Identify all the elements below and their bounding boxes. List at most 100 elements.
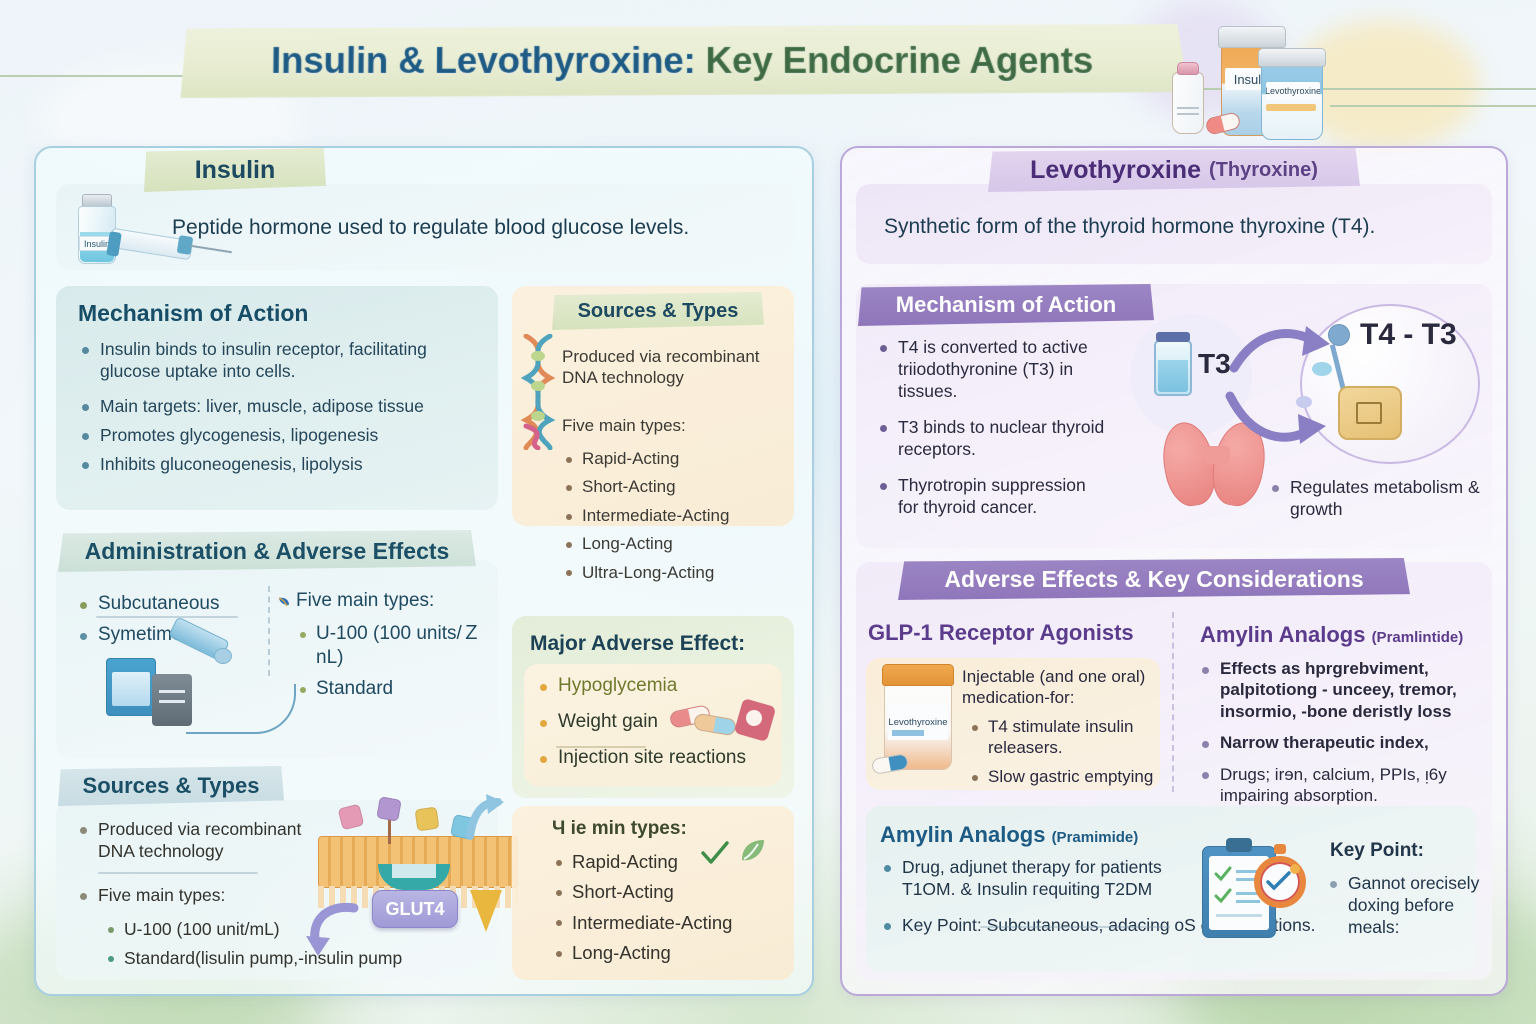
levothyroxine-section-header-sublabel: (Thyroxine) (1208, 158, 1318, 181)
list-item: Insulin binds to insulin receptor, facil… (78, 338, 478, 382)
hero-medication-bottles-illustration: Insulin Levothyroxine (1168, 12, 1398, 142)
leaf-icon (278, 594, 290, 607)
sources-bottom-underline (98, 872, 258, 874)
glp1-header: GLP-1 Receptor Agonists (868, 620, 1134, 645)
insulin-sources-bottom-header-label: Sources & Types (82, 773, 260, 798)
insulin-administration-left-bullets: Subcutaneous Symetimes (76, 592, 266, 654)
insulin-sources-bottom-bullets: Produced via recombinant DNA technology … (76, 818, 336, 913)
list-item: Short-Acting (552, 880, 792, 903)
insulin-sources-bottom-subitems: U-100 (100 unit/mL) Standard(lisulin pum… (104, 918, 444, 976)
list-item: Rapid-Acting (552, 850, 792, 873)
hero-capsule-pill (1204, 111, 1242, 136)
list-item: Rapid-Acting (562, 448, 792, 469)
insulin-section-header-label: Insulin (194, 155, 276, 184)
amylin-bottom-card (866, 806, 1476, 972)
insulin-sources-top-header: Sources & Types (552, 292, 764, 330)
insulin-administration-right-header: Five main types: (296, 590, 435, 611)
glp1-bullets: T4 stimulate insulin releasers. Slow gas… (968, 716, 1160, 794)
list-item: T3 binds to nuclear thyroid receptors. (876, 416, 1108, 460)
list-item: Promotes glycogenesis, lipogenesis (78, 424, 478, 446)
adverse-column-divider (1172, 612, 1174, 792)
list-item: T4 stimulate insulin releasers. (968, 716, 1160, 759)
insulin-adverse-bullets: Hypoglycemia Weight gain Injection site … (536, 674, 786, 777)
list-item: Intermediate-Acting (562, 505, 792, 526)
key-point-header: Key Point: (1330, 840, 1424, 861)
list-item: Long-Acting (562, 533, 792, 554)
list-item: Narrow therapeutic index, (1198, 732, 1494, 753)
key-point-bullets: Gannot orecisely doxing before meals: (1326, 872, 1486, 945)
levothyroxine-mechanism-header: Mechanism of Action (858, 284, 1154, 326)
list-item: Subcutaneous (76, 592, 266, 616)
hero-insulin-bottle (1221, 44, 1283, 136)
list-item: Produced via recombinant DNA technology (76, 818, 336, 862)
hero-levothyroxine-bottle-stripe (1266, 104, 1316, 111)
amylin-top-header: Amylin Analogs (Pramlintide) (1200, 622, 1463, 648)
banner-rule-left (0, 75, 190, 77)
list-item: Standard (296, 677, 496, 701)
administration-underline (96, 616, 238, 618)
insulin-administration-header-label: Administration & Adverse Effects (84, 537, 450, 564)
list-item: Drug, adjunet therapy for patients T1OM.… (880, 856, 1190, 900)
list-item: Five main types: (76, 884, 336, 906)
levothyroxine-mechanism-bullets: T4 is converted to active triiodothyroni… (876, 336, 1108, 525)
insulin-mechanism-card (56, 286, 498, 510)
amylin-bottom-header-main: Amylin Analogs (880, 822, 1046, 847)
insulin-mechanism-header: Mechanism of Action (78, 300, 309, 326)
page-title-part-a: Insulin & Levothyroxine: (270, 40, 696, 82)
page-title-part-b: Key Endocrine Agents (705, 40, 1094, 82)
hero-levothyroxine-bottle (1261, 62, 1323, 140)
insulin-administration-header: Administration & Adverse Effects (58, 530, 476, 572)
levothyroxine-section-header: Levothyroxine (Thyroxine) (988, 148, 1360, 192)
banner-rule-right (1180, 88, 1536, 90)
list-item: Short-Acting (562, 476, 792, 497)
list-item: Symetimes (76, 623, 266, 647)
list-item: Thyrotropin suppression for thyroid canc… (876, 474, 1108, 518)
hero-small-vial-lines-2 (1177, 113, 1199, 115)
levothyroxine-mechanism-side-bullet: Regulates metabolism & growth (1268, 476, 1500, 527)
page-title: Insulin & Levothyroxine: Key Endocrine A… (271, 40, 1093, 82)
list-item: Regulates metabolism & growth (1268, 476, 1500, 520)
amylin-top-bullets: Effects as hprgrebviment, palpitotiong -… (1198, 658, 1494, 813)
hero-small-vial-lines (1177, 107, 1199, 109)
glp1-lead-text: Injectable (and one oral) medication-for… (962, 667, 1146, 708)
insulin-sources-top-types: Rapid-Acting Short-Acting Intermediate-A… (562, 448, 792, 590)
amylin-top-header-sub: (Pramlintide) (1371, 629, 1464, 646)
leaf-decoration-icon (740, 838, 768, 869)
list-item: T4 is converted to active triiodothyroni… (876, 336, 1108, 402)
amylin-bottom-header: Amylin Analogs (Pramimide) (880, 822, 1138, 848)
insulin-sources-top-bullet-0: Produced via recombinant DNA technology (562, 347, 760, 388)
hero-levothyroxine-bottle-label: Levothyroxine (1266, 82, 1320, 100)
background-yellow-blob (1290, 20, 1480, 150)
list-item: Hypoglycemia (536, 674, 786, 698)
list-item: Ultra-Long-Acting (562, 562, 792, 583)
insulin-mechanism-bullets: Insulin binds to insulin receptor, facil… (78, 338, 478, 482)
list-item: U-100 (100 units/ＺnL) (296, 622, 496, 670)
list-item: Intermediate-Acting (552, 911, 792, 934)
amylin-bottom-underline (980, 926, 1170, 928)
insulin-section-header: Insulin (144, 148, 326, 192)
levothyroxine-adverse-header-label: Adverse Effects & Key Considerations (944, 565, 1364, 592)
list-item: Weight gain (536, 710, 786, 734)
hero-insulin-bottle-cap (1218, 26, 1286, 48)
list-item: Standard(lisulin pump,-insulin pump (104, 947, 444, 969)
check-mark-icon (700, 840, 730, 873)
hero-levothyroxine-bottle-cap (1258, 48, 1326, 67)
levothyroxine-lead-text: Synthetic form of the thyroid hormone th… (884, 215, 1376, 238)
insulin-sources-top-bullet-1: Five main types: (562, 416, 686, 435)
list-item: Drugs; irɘn, calcium, PPIs, ᴉ6y impairin… (1198, 764, 1494, 807)
amylin-top-header-main: Amylin Analogs (1200, 622, 1366, 647)
amylin-bottom-bullets: Drug, adjunet therapy for patients T1OM.… (880, 856, 1315, 943)
insulin-adverse-header: Major Adverse Effect: (530, 632, 746, 655)
list-item: Main targets: liver, muscle, adipose tis… (78, 395, 478, 417)
insulin-sources-top-header-label: Sources & Types (577, 299, 739, 322)
levothyroxine-adverse-header: Adverse Effects & Key Considerations (898, 558, 1410, 600)
insulin-administration-right-bullets: U-100 (100 units/ＺnL) Standard (296, 622, 496, 708)
page-title-banner: Insulin & Levothyroxine: Key Endocrine A… (175, 24, 1188, 98)
levothyroxine-section-header-label: Levothyroxine (1030, 155, 1201, 184)
administration-divider (268, 586, 270, 676)
weight-gain-underline (556, 746, 646, 748)
levothyroxine-lead-card (856, 184, 1492, 264)
banner-rule-right-2 (1330, 105, 1536, 107)
list-item: U-100 (100 unit/mL) (104, 918, 444, 940)
insulin-sources-bottom-header: Sources & Types (58, 766, 284, 806)
